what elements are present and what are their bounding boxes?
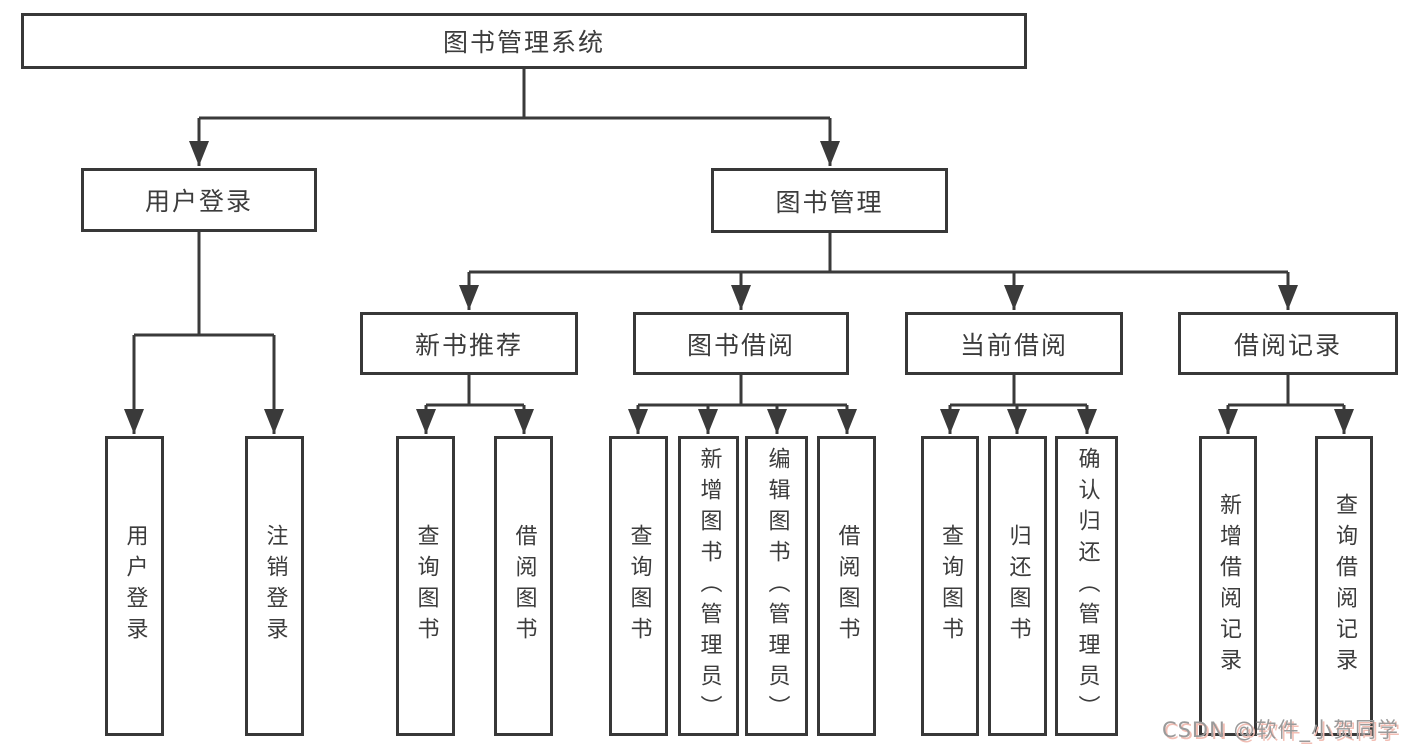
node-book-management: 图书管理 xyxy=(711,168,948,233)
node-user-login: 用户登录 xyxy=(81,168,317,232)
node-borrow-records: 借阅记录 xyxy=(1178,312,1398,375)
leaf-user-login: 用户登录 xyxy=(105,436,164,736)
leaf-current-confirm-return-admin: 确认归还（管理员） xyxy=(1055,436,1118,736)
leaf-borrow-borrow-books: 借阅图书 xyxy=(817,436,876,736)
leaf-borrow-edit-books-admin: 编辑图书（管理员） xyxy=(745,436,808,736)
leaf-logout: 注销登录 xyxy=(245,436,304,736)
node-new-book-recommend: 新书推荐 xyxy=(360,312,578,375)
leaf-records-query-record: 查询借阅记录 xyxy=(1315,436,1373,736)
csdn-watermark: CSDN @软件_小贺同学 xyxy=(1161,718,1399,742)
node-current-borrow: 当前借阅 xyxy=(905,312,1123,375)
leaf-recommend-query-books: 查询图书 xyxy=(396,436,455,736)
leaf-borrow-add-books-admin: 新增图书（管理员） xyxy=(678,436,739,736)
leaf-recommend-borrow-books: 借阅图书 xyxy=(494,436,553,736)
leaf-borrow-query-books: 查询图书 xyxy=(609,436,668,736)
node-root: 图书管理系统 xyxy=(21,13,1027,69)
leaf-current-return-books: 归还图书 xyxy=(988,436,1047,736)
leaf-records-add-record: 新增借阅记录 xyxy=(1199,436,1257,736)
node-book-borrow: 图书借阅 xyxy=(633,312,849,375)
leaf-current-query-books: 查询图书 xyxy=(921,436,979,736)
